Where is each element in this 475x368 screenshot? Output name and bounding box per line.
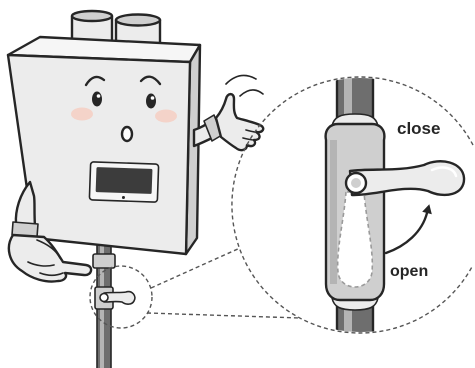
zoom-circle <box>231 76 474 334</box>
lever-open-position <box>336 191 374 288</box>
wave-motion-lines <box>225 74 264 97</box>
zoom-connector-upper <box>150 247 241 289</box>
flue-pipe-right-top <box>114 13 162 27</box>
valve-pivot <box>344 171 368 195</box>
rotation-arrow-head <box>422 204 432 215</box>
eye-right-highlight <box>150 96 155 100</box>
eye-left <box>92 91 102 107</box>
pipe-nut <box>92 253 116 269</box>
boiler-face <box>71 75 177 143</box>
small-valve-lever <box>103 290 136 305</box>
label-close: close <box>397 119 440 138</box>
display-indicator <box>121 195 125 199</box>
cheek-right <box>155 109 177 123</box>
boiler-front-face <box>6 53 192 256</box>
eyebrow-left <box>84 75 106 87</box>
mouth <box>120 125 134 143</box>
eye-left-highlight <box>96 94 101 98</box>
right-hand <box>214 92 265 152</box>
focus-circle <box>89 265 153 329</box>
pointing-hand <box>7 233 93 283</box>
small-valve-pivot <box>99 292 109 303</box>
right-arm <box>192 74 265 152</box>
rotation-arrow-shaft <box>384 211 429 255</box>
valve-housing-shading <box>330 140 337 284</box>
small-valve <box>94 286 136 310</box>
flue-pipe-left-top <box>70 9 114 23</box>
left-arm-sleeve <box>14 180 37 228</box>
lever-shine <box>430 166 458 178</box>
pointing-hand-details <box>27 239 64 277</box>
boiler-character <box>6 9 265 283</box>
zoom-inset: close open <box>231 76 474 334</box>
eyebrow-right <box>139 75 162 86</box>
boiler-display <box>88 161 160 203</box>
zoom-connector-lower <box>146 312 301 319</box>
cheek-left <box>71 107 93 121</box>
display-screen <box>95 167 153 194</box>
zoom-inset-content <box>324 78 466 332</box>
rotation-arrow <box>384 204 432 255</box>
left-arm <box>7 180 93 283</box>
label-open: open <box>390 263 428 280</box>
eye-right <box>146 93 156 109</box>
valve-pivot-inner <box>351 178 361 188</box>
